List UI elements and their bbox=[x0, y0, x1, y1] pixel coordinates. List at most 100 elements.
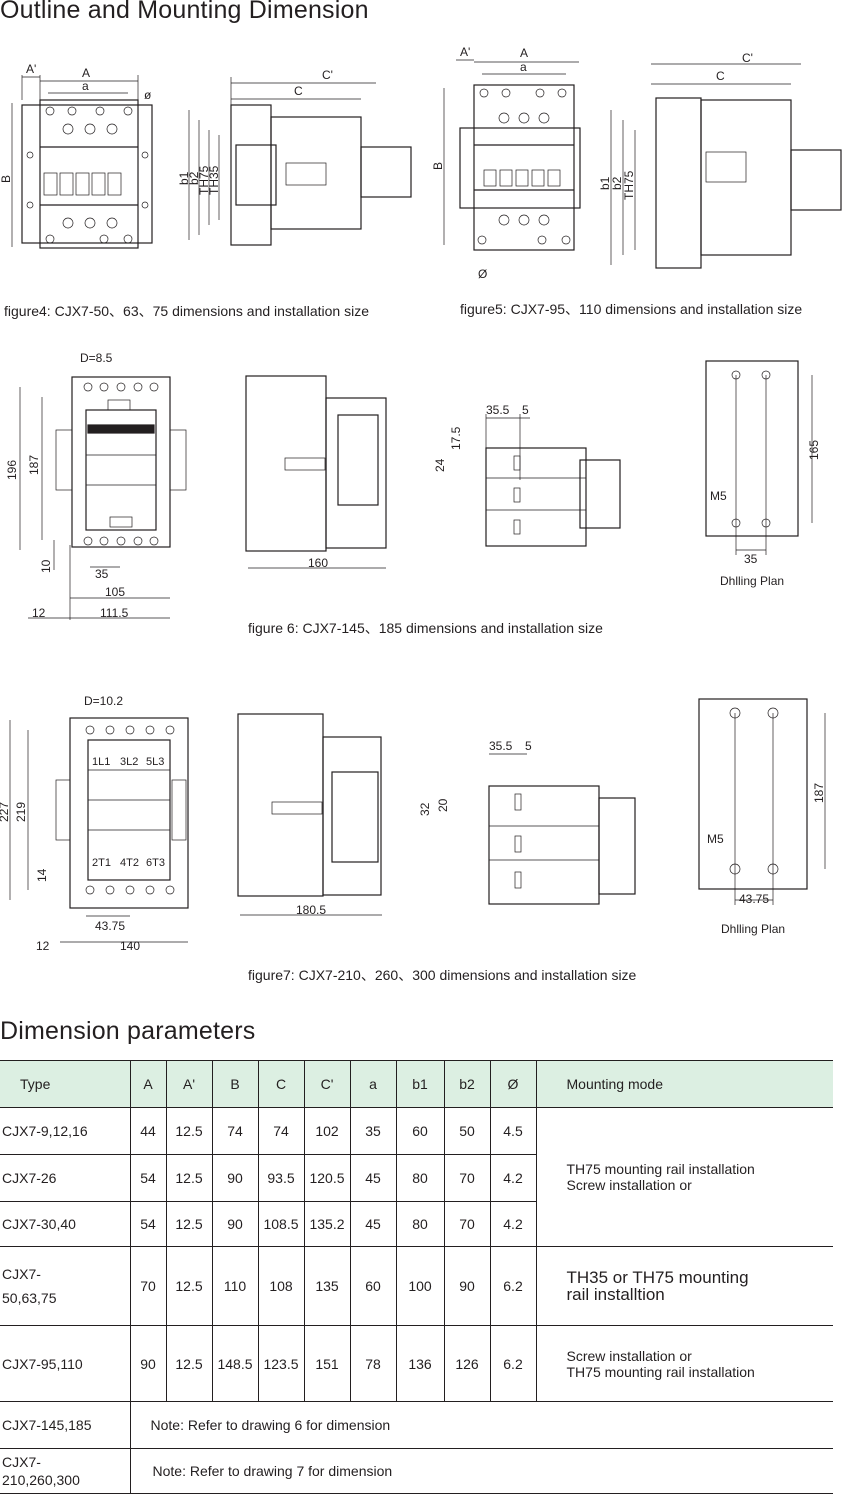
mount-line: TH35 or TH75 mounting bbox=[566, 1268, 749, 1287]
label: A' bbox=[460, 45, 470, 59]
table-row: CJX7-30,40 54 12.5 90 108.5 135.2 45 80 … bbox=[0, 1201, 833, 1247]
figure5-side-view: C' C b1 b2 TH75 bbox=[598, 51, 842, 269]
cell: 6.2 bbox=[489, 1246, 536, 1326]
label: 20 bbox=[436, 798, 450, 812]
table-note-row: CJX7- 210,260,300 Note: Refer to drawing… bbox=[0, 1448, 833, 1494]
type-line: 210,260,300 bbox=[2, 1472, 80, 1488]
label: a bbox=[82, 79, 89, 93]
label: 43.75 bbox=[739, 892, 769, 906]
cell: 44 bbox=[129, 1107, 166, 1155]
label: 187 bbox=[27, 455, 41, 475]
column-header: a bbox=[349, 1060, 396, 1108]
label: 180.5 bbox=[296, 903, 326, 917]
cell: 90 bbox=[443, 1246, 490, 1326]
cell: 6.2 bbox=[489, 1325, 536, 1402]
terminal-label: 2T1 bbox=[92, 857, 111, 869]
table-row: CJX7-26 54 12.5 90 93.5 120.5 45 80 70 4… bbox=[0, 1154, 833, 1202]
label: 140 bbox=[120, 939, 140, 953]
cell: 12.5 bbox=[165, 1201, 212, 1247]
label: A' bbox=[26, 62, 36, 76]
label: 12 bbox=[32, 606, 46, 620]
cell: 100 bbox=[395, 1246, 444, 1326]
cell: 80 bbox=[395, 1201, 444, 1247]
label: 10 bbox=[39, 559, 53, 573]
terminal-label: 5L3 bbox=[146, 756, 164, 768]
cell: 74 bbox=[211, 1107, 258, 1155]
cell: 45 bbox=[349, 1201, 396, 1247]
label: 12 bbox=[36, 939, 50, 953]
cell: 108.5 bbox=[257, 1201, 304, 1247]
label: TH35 bbox=[207, 165, 221, 195]
mount-line: Screw installation or bbox=[566, 1177, 692, 1193]
page-title: Outline and Mounting Dimension bbox=[0, 0, 369, 24]
cell: CJX7-9,12,16 bbox=[0, 1107, 130, 1155]
cell: 4.2 bbox=[489, 1201, 536, 1247]
column-header: Mounting mode bbox=[535, 1060, 833, 1108]
cell: 108 bbox=[257, 1246, 304, 1326]
label: Dhlling Plan bbox=[720, 574, 784, 588]
cell: 126 bbox=[443, 1325, 490, 1402]
figure6-front-view: D=8.5 196 187 10 35 105 12 111.5 bbox=[5, 351, 187, 620]
mounting-cell: TH35 or TH75 mounting rail installtion bbox=[535, 1246, 833, 1326]
cell: 54 bbox=[129, 1201, 166, 1247]
label: Dhlling Plan bbox=[721, 922, 785, 936]
label: A bbox=[82, 66, 90, 80]
figure7-terminal-view: 35.5 5 32 20 bbox=[418, 739, 636, 905]
label: 5 bbox=[522, 403, 529, 417]
label: D=10.2 bbox=[84, 694, 123, 708]
label: 43.75 bbox=[95, 919, 125, 933]
label: 219 bbox=[14, 802, 28, 822]
cell: 54 bbox=[129, 1154, 166, 1202]
column-header: A bbox=[129, 1060, 166, 1108]
column-header: C bbox=[257, 1060, 304, 1108]
cell: 90 bbox=[211, 1201, 258, 1247]
label: b2 bbox=[187, 171, 201, 185]
label: 187 bbox=[812, 783, 826, 803]
cell: 123.5 bbox=[257, 1325, 304, 1402]
cell: 4.5 bbox=[489, 1107, 536, 1155]
label: 105 bbox=[105, 585, 125, 599]
cell: CJX7- 210,260,300 bbox=[0, 1448, 130, 1494]
label: C' bbox=[742, 51, 753, 65]
figure6-caption: figure 6: CJX7-145、185 dimensions and in… bbox=[248, 620, 603, 636]
cell: 120.5 bbox=[303, 1154, 350, 1202]
label: 24 bbox=[433, 458, 447, 472]
mount-line: TH75 mounting rail installation bbox=[566, 1161, 755, 1177]
label: Ø bbox=[478, 267, 487, 281]
label: 35.5 bbox=[486, 403, 510, 417]
table-row: CJX7- 50,63,75 70 12.5 110 108 135 60 10… bbox=[0, 1246, 833, 1326]
figure6-drilling-plan: 165 M5 35 Dhlling Plan bbox=[705, 360, 821, 588]
cell: 70 bbox=[443, 1154, 490, 1202]
terminal-label: 1L1 bbox=[92, 756, 110, 768]
type-line: CJX7- bbox=[2, 1266, 41, 1282]
mount-line: rail installtion bbox=[566, 1285, 665, 1304]
figure7-side-view: 180.5 bbox=[237, 713, 382, 917]
cell: 74 bbox=[257, 1107, 304, 1155]
cell: CJX7-145,185 bbox=[0, 1401, 130, 1449]
label: 5 bbox=[525, 739, 532, 753]
label: C' bbox=[322, 68, 333, 82]
cell: 70 bbox=[129, 1246, 166, 1326]
table-note-row: CJX7-145,185 Note: Refer to drawing 6 fo… bbox=[0, 1401, 833, 1449]
cell: 80 bbox=[395, 1154, 444, 1202]
figure7-drilling-plan: 187 M5 43.75 Dhlling Plan bbox=[698, 698, 826, 936]
figure5-front-view: A' A a Ø B bbox=[431, 45, 581, 281]
figure5-caption: figure5: CJX7-95、110 dimensions and inst… bbox=[460, 301, 803, 317]
cell: 110 bbox=[211, 1246, 258, 1326]
column-header: B bbox=[211, 1060, 258, 1108]
mounting-cell: Screw installation or TH75 mounting rail… bbox=[535, 1325, 833, 1402]
cell: 90 bbox=[211, 1154, 258, 1202]
cell: 12.5 bbox=[165, 1107, 212, 1155]
cell: 12.5 bbox=[165, 1154, 212, 1202]
cell: CJX7- 50,63,75 bbox=[0, 1246, 130, 1326]
label: 111.5 bbox=[100, 606, 129, 620]
mount-line: TH75 mounting rail installation bbox=[566, 1363, 755, 1380]
cell: 60 bbox=[349, 1246, 396, 1326]
label: 165 bbox=[807, 440, 821, 460]
terminal-label: 6T3 bbox=[146, 857, 165, 869]
cell: 45 bbox=[349, 1154, 396, 1202]
figure7-caption: figure7: CJX7-210、260、300 dimensions and… bbox=[248, 967, 637, 983]
cell: CJX7-30,40 bbox=[0, 1201, 130, 1247]
label: M5 bbox=[710, 489, 727, 503]
column-header: Type bbox=[0, 1060, 130, 1108]
